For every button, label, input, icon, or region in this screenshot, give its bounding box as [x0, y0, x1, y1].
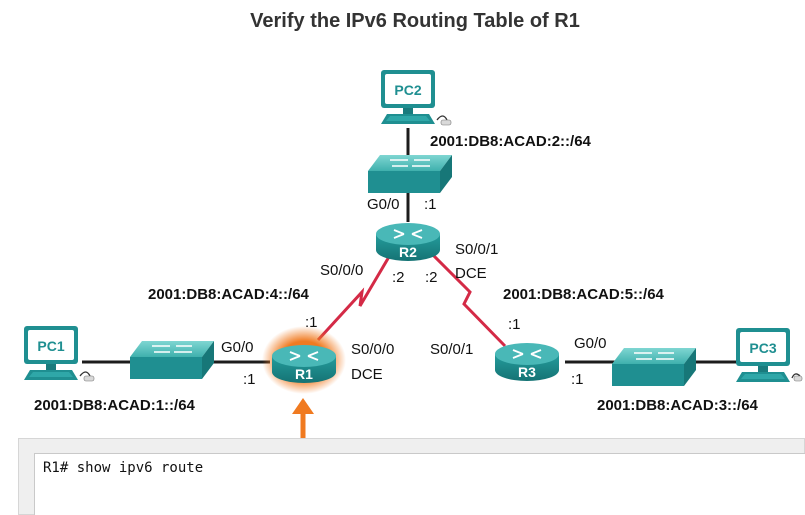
- r2-g00-label: G0/0: [367, 196, 400, 213]
- serial-link-r1-r2: [316, 249, 395, 342]
- pc1[interactable]: PC1: [24, 326, 95, 382]
- network-label-lan2: 2001:DB8:ACAD:2::/64: [430, 133, 591, 150]
- terminal-command: R1# show ipv6 route: [43, 460, 204, 476]
- r3-label: R3: [518, 364, 536, 380]
- terminal-window[interactable]: R1# show ipv6 route: [34, 453, 805, 515]
- router-icon: [272, 345, 336, 383]
- network-label-wan5: 2001:DB8:ACAD:5::/64: [503, 286, 664, 303]
- r3-s001-label: S0/0/1: [430, 341, 474, 358]
- router-icon: [495, 343, 559, 381]
- r1-s000-addr: :1: [305, 314, 318, 331]
- r2-label: R2: [399, 244, 417, 260]
- pc-icon: [381, 70, 452, 126]
- switch-2[interactable]: [368, 155, 452, 193]
- pointer-arrow-icon: [292, 398, 314, 440]
- network-label-lan1: 2001:DB8:ACAD:1::/64: [34, 397, 195, 414]
- r3-g00-addr: :1: [571, 371, 584, 388]
- r1-g00-addr: :1: [243, 371, 256, 388]
- r1-label: R1: [295, 366, 313, 382]
- pc3-label: PC3: [749, 340, 776, 356]
- r2-s001-addr: :2: [425, 269, 438, 286]
- r3-s001-addr: :1: [508, 316, 521, 333]
- pc2-label: PC2: [394, 82, 421, 98]
- r2-s000-label: S0/0/0: [320, 262, 364, 279]
- switch-icon: [368, 155, 452, 193]
- network-label-lan3: 2001:DB8:ACAD:3::/64: [597, 397, 758, 414]
- network-topology: PC2 PC1 PC3: [24, 70, 803, 440]
- pc2[interactable]: PC2: [381, 70, 452, 126]
- switch-icon: [130, 341, 214, 379]
- pc3[interactable]: PC3: [736, 328, 803, 382]
- pc-icon: [736, 328, 803, 382]
- serial-link-r2-r3: [426, 248, 507, 348]
- switch-1[interactable]: [130, 341, 214, 379]
- router-r1[interactable]: R1: [272, 345, 336, 383]
- router-r2[interactable]: R2: [376, 223, 440, 261]
- r2-g00-addr: :1: [424, 196, 437, 213]
- serial-links: [316, 248, 507, 348]
- router-icon: [376, 223, 440, 261]
- r3-g00-label: G0/0: [574, 335, 607, 352]
- r1-s000-dce: DCE: [351, 366, 383, 383]
- r1-s000-label: S0/0/0: [351, 341, 395, 358]
- pc1-label: PC1: [37, 338, 64, 354]
- network-label-wan4: 2001:DB8:ACAD:4::/64: [148, 286, 309, 303]
- r1-g00-label: G0/0: [221, 339, 254, 356]
- r2-s000-addr: :2: [392, 269, 405, 286]
- diagram-title: Verify the IPv6 Routing Table of R1: [250, 10, 580, 32]
- switch-3[interactable]: [612, 348, 696, 386]
- r2-s001-label: S0/0/1: [455, 241, 499, 258]
- pc-icon: [24, 326, 95, 382]
- router-r3[interactable]: R3: [495, 343, 559, 381]
- switch-icon: [612, 348, 696, 386]
- r2-s001-dce: DCE: [455, 265, 487, 282]
